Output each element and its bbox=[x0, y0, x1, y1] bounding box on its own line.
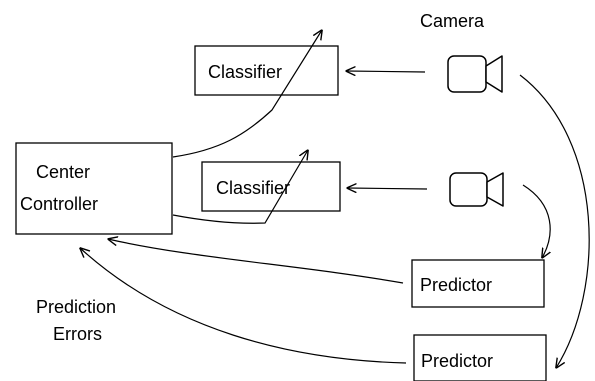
classifier-mid-node: Classifier bbox=[201, 161, 341, 212]
edge-camera-top-to-predictor-bottom bbox=[519, 74, 590, 368]
predictor-bottom-node: Predictor bbox=[413, 334, 547, 381]
video-camera-icon bbox=[449, 172, 504, 207]
edge-camera-mid-to-predictor bbox=[522, 184, 550, 258]
edge-predictor-mid-to-controller bbox=[108, 239, 404, 284]
center-controller-label-line1: Center bbox=[36, 162, 90, 182]
edge-camera-mid-to-classifier bbox=[347, 188, 428, 189]
edge-controller-to-classifier-mid bbox=[172, 150, 308, 224]
video-camera-icon bbox=[447, 55, 503, 93]
edge-predictor-bottom-to-controller bbox=[80, 248, 407, 364]
edge-camera-top-to-classifier bbox=[346, 71, 426, 72]
predictor-bottom-label: Predictor bbox=[421, 351, 493, 371]
center-controller-label-line2: Controller bbox=[20, 194, 98, 214]
classifier-top-label: Classifier bbox=[208, 62, 282, 82]
classifier-mid-label: Classifier bbox=[216, 178, 290, 198]
predictor-mid-label: Predictor bbox=[420, 275, 492, 295]
camera-caption: Camera bbox=[420, 11, 485, 31]
prediction-errors-label-line2: Errors bbox=[53, 324, 102, 344]
edge-controller-to-classifier-top bbox=[172, 30, 322, 158]
prediction-errors-label-line1: Prediction bbox=[36, 297, 116, 317]
center-controller-node: Center Controller bbox=[15, 142, 173, 235]
predictor-mid-node: Predictor bbox=[411, 259, 545, 308]
classifier-top-node: Classifier bbox=[194, 45, 339, 96]
